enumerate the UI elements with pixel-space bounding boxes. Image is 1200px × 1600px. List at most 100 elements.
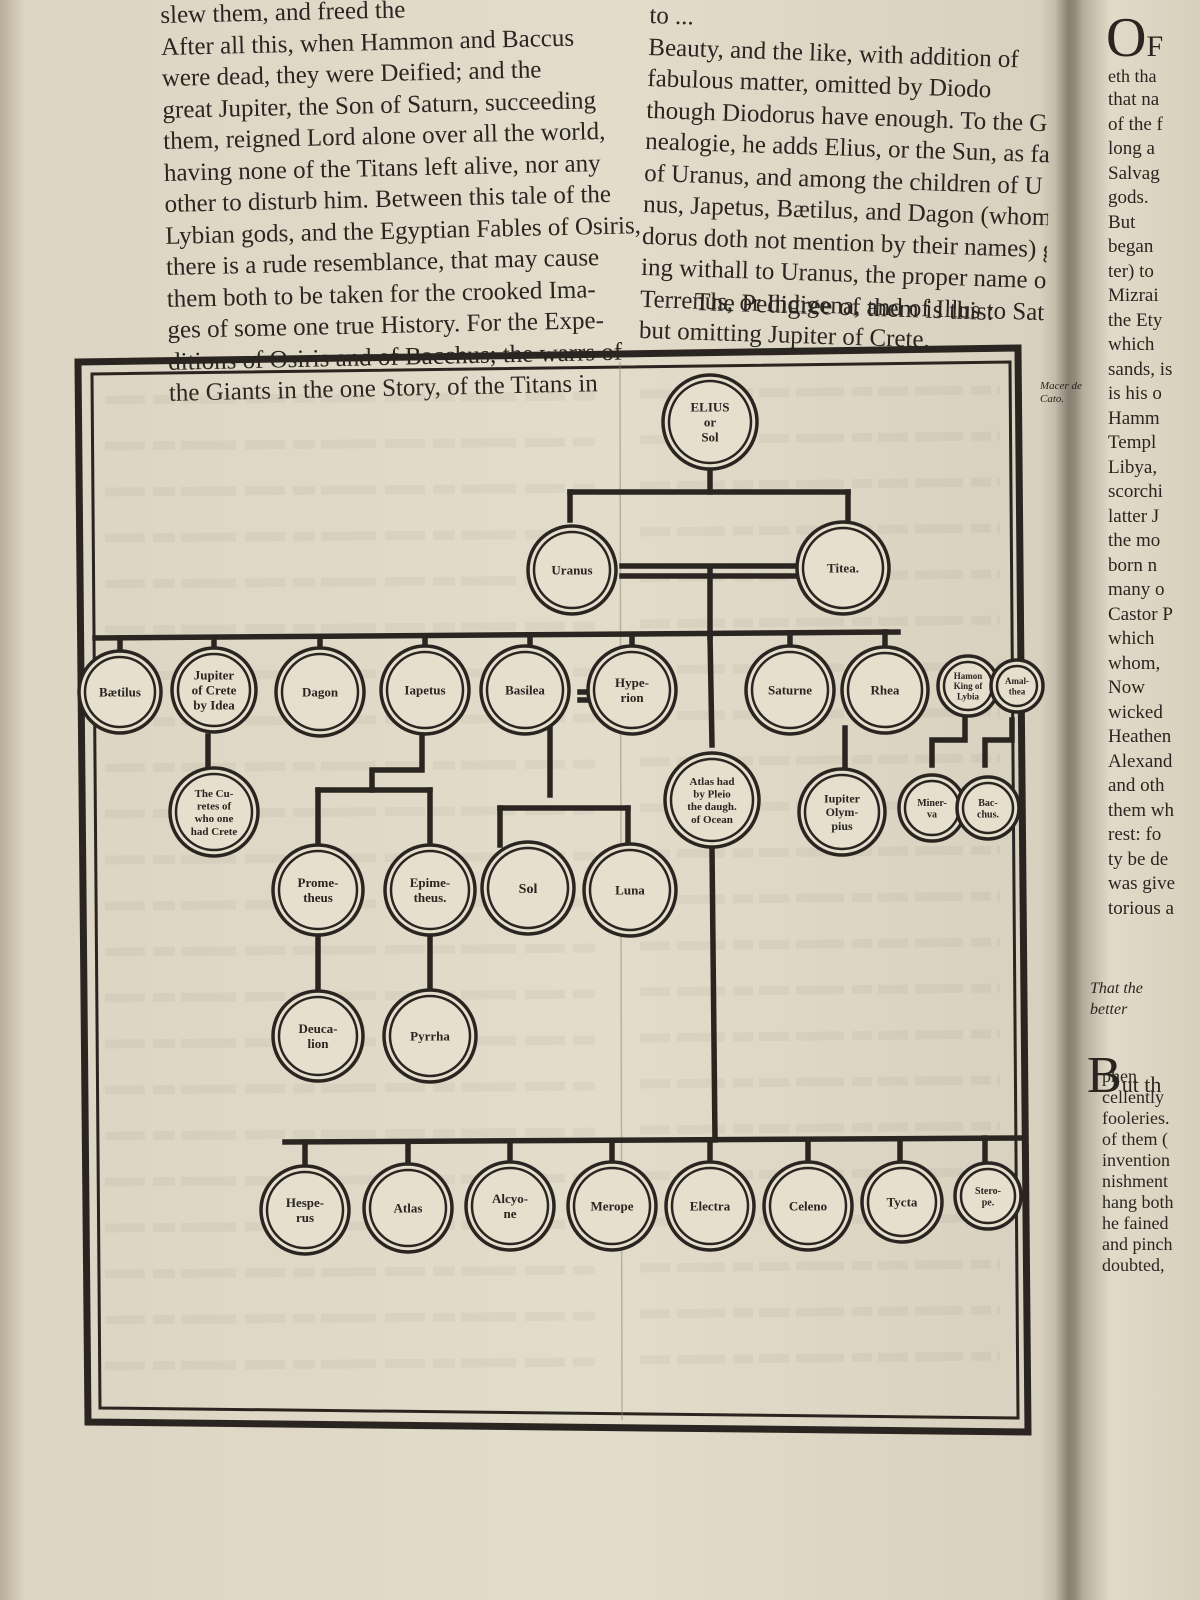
far-right-bottom-line: doubted, <box>1102 1255 1165 1275</box>
node-circle-inner <box>532 530 612 610</box>
node-label: Hype- <box>615 675 649 690</box>
node-circle-outer <box>77 649 163 735</box>
node-circle-inner <box>669 757 755 843</box>
node-circle-inner <box>385 650 465 730</box>
node-label: theus <box>303 890 333 905</box>
node-alcyone: Alcyo-ne <box>464 1160 556 1252</box>
node-label: King of <box>954 681 984 691</box>
far-right-column-line: many o <box>1108 579 1165 600</box>
node-circle-outer <box>661 373 759 471</box>
show-through-line <box>639 891 1001 905</box>
far-right-column-line: torious a <box>1108 897 1174 919</box>
far-right-bottom-line: hang both <box>1102 1192 1174 1212</box>
page-gutter <box>1055 0 1083 1600</box>
node-circle-outer <box>526 524 618 616</box>
far-right-column-line: long a <box>1108 138 1155 159</box>
show-through-line <box>639 1351 1001 1365</box>
far-right-bottom-line: phen <box>1102 1066 1137 1086</box>
node-circle-inner <box>572 1166 652 1246</box>
node-label: va <box>927 809 937 820</box>
node-circle-inner <box>368 1168 448 1248</box>
node-circle-outer <box>382 988 478 1084</box>
node-circle-inner <box>174 772 254 852</box>
far-right-bottom-line: invention <box>1102 1150 1170 1170</box>
node-sol: Sol <box>480 840 576 936</box>
node-circle-inner <box>592 650 672 730</box>
far-right-column-line: But <box>1108 211 1136 233</box>
node-sterope: Stero-pe. <box>953 1161 1023 1231</box>
node-label: Deuca- <box>299 1021 338 1036</box>
node-label: chus. <box>977 809 999 820</box>
node-label: Titea. <box>827 561 859 576</box>
node-label: pe. <box>982 1197 995 1208</box>
node-circle-outer <box>795 520 891 616</box>
margin-note-line: Macer de <box>1040 380 1082 392</box>
show-through-line <box>639 1029 1001 1043</box>
node-circle-outer <box>955 775 1021 841</box>
atlas-down <box>709 845 718 1143</box>
node-label: Atlas had <box>690 776 735 788</box>
node-circle-outer <box>362 1162 454 1254</box>
far-right-bottom-line: nishment <box>1102 1171 1168 1191</box>
node-circle-inner <box>801 526 885 610</box>
show-through-line <box>104 1127 601 1141</box>
show-through-line <box>104 989 601 1003</box>
node-label: the daugh. <box>687 801 737 813</box>
node-circle-inner <box>265 1170 345 1250</box>
node-circle-outer <box>464 1160 556 1252</box>
node-rhea: Rhea <box>840 645 930 735</box>
node-label: Celeno <box>789 1199 827 1214</box>
node-electra: Electra <box>664 1160 756 1252</box>
iapetus-drop <box>369 733 425 793</box>
node-label: Rhea <box>871 683 900 698</box>
node-circle-outer <box>170 646 258 734</box>
node-circle-inner <box>846 651 924 729</box>
node-circle-inner <box>768 1166 848 1246</box>
show-through-line <box>104 483 601 497</box>
far-right-column-line: Libya, <box>1108 456 1158 478</box>
node-circle-inner <box>588 848 672 932</box>
far-right-column-line: Hamm <box>1108 407 1160 429</box>
node-uranus: Uranus <box>526 524 618 616</box>
far-right-column-line: latter J <box>1108 505 1160 527</box>
far-right-column-line: the mo <box>1108 530 1161 551</box>
far-right-column-line: ter) to <box>1108 260 1154 282</box>
node-circle-outer <box>663 751 761 849</box>
show-through-line <box>104 1357 601 1371</box>
node-tycta: Tycta <box>860 1160 944 1244</box>
show-through-line <box>104 621 601 635</box>
show-through-line <box>639 983 1001 997</box>
far-right-column-line: born n <box>1108 554 1158 576</box>
far-right-column-line: Heathen <box>1108 726 1172 747</box>
far-right-column-line: and oth <box>1108 775 1165 796</box>
node-label: rus <box>296 1210 314 1225</box>
node-label: Merope <box>590 1199 633 1214</box>
show-through-line <box>639 1075 1001 1089</box>
far-right-column-line: was give <box>1108 873 1176 894</box>
titea-to-atlas <box>707 633 715 748</box>
node-label: thea <box>1009 686 1026 696</box>
node-label: lion <box>308 1036 330 1051</box>
far-right-column-line: ty be de <box>1108 848 1169 870</box>
node-label: Sol <box>701 430 719 445</box>
node-circle-inner <box>388 994 472 1078</box>
node-label: Basilea <box>505 683 545 698</box>
node-label: Jupiter <box>194 668 235 683</box>
node-circle-outer <box>274 646 366 738</box>
hamon-bar <box>929 715 968 768</box>
node-label: Iupiter <box>824 791 861 805</box>
node-label: Bac- <box>978 798 997 809</box>
node-circle-outer <box>168 766 260 858</box>
far-right-column-line: that na <box>1108 89 1160 110</box>
far-right-column-line: which <box>1108 334 1155 355</box>
children-bar <box>92 629 901 641</box>
far-right-column-line: whom, <box>1108 652 1161 674</box>
far-right-column-line: Templ <box>1108 432 1157 453</box>
node-titea: Titea. <box>795 520 891 616</box>
italic-note-line: better <box>1090 1001 1128 1018</box>
node-basilea: Basilea <box>479 644 571 736</box>
node-label: Sol <box>519 882 538 897</box>
